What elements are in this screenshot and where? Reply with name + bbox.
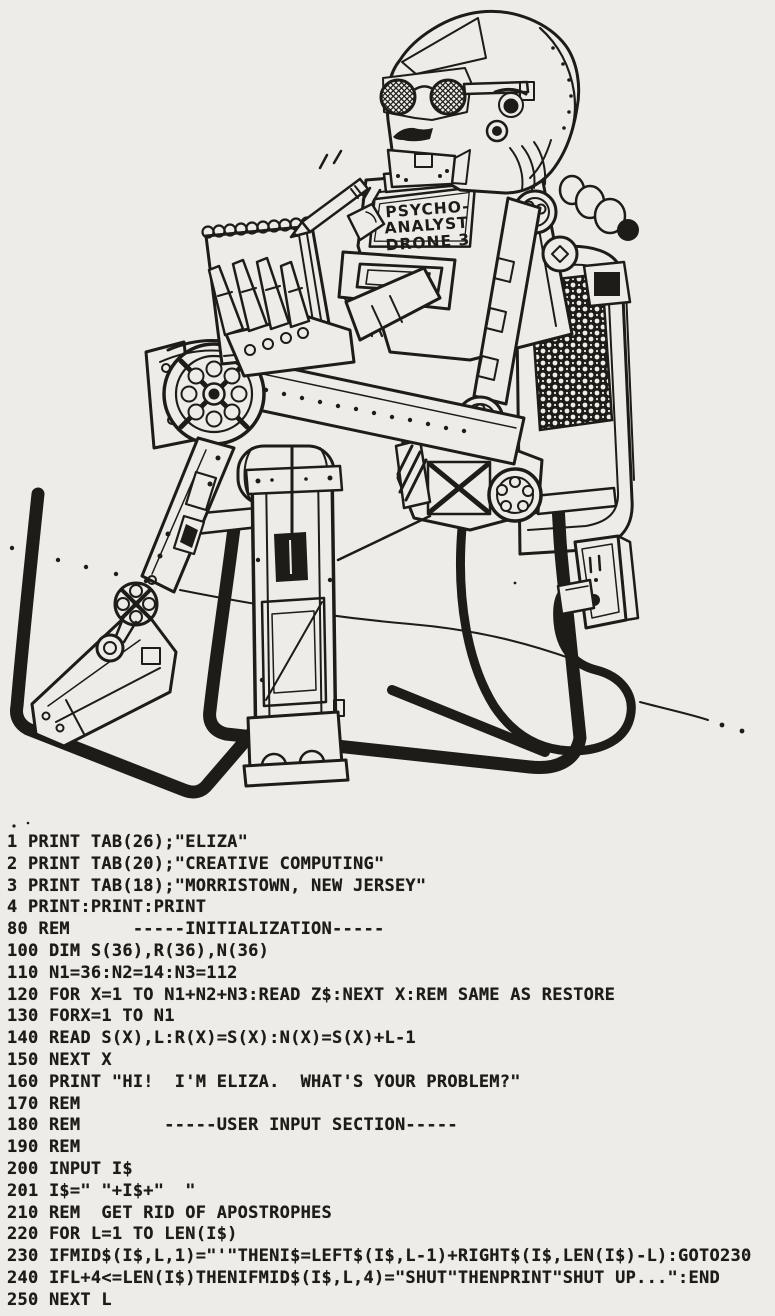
code-line: 100 DIM S(36),R(36),N(36): [7, 940, 270, 961]
power-plug: [556, 578, 596, 616]
code-line: 220 FOR L=1 TO LEN(I$): [7, 1224, 238, 1245]
code-line: 3 PRINT TAB(18);"MORRISTOWN, NEW JERSEY": [7, 875, 427, 896]
code-line: 130 FORX=1 TO N1: [7, 1006, 175, 1027]
code-line: 1 PRINT TAB(26);"ELIZA": [7, 832, 249, 852]
robot-boot: [30, 614, 178, 748]
code-line: 120 FOR X=1 TO N1+N2+N3:READ Z$:NEXT X:R…: [7, 984, 616, 1005]
power-cord: [456, 523, 636, 756]
knee-wheel: [144, 339, 269, 450]
code-line: 160 PRINT "HI! I'M ELIZA. WHAT'S YOUR PR…: [7, 1071, 521, 1092]
robot-right-leg: [236, 444, 350, 788]
code-line: 150 NEXT X: [7, 1049, 112, 1070]
glasses-bridge: [412, 85, 433, 92]
code-line: 4 PRINT:PRINT:PRINT: [7, 897, 207, 918]
motion-marks: [318, 149, 382, 204]
robot-jaw: [386, 148, 457, 189]
code-line: 210 REM GET RID OF APOSTROPHES: [7, 1202, 333, 1223]
code-line: 2 PRINT TAB(20);"CREATIVE COMPUTING": [7, 853, 385, 874]
code-line: 180 REM -----USER INPUT SECTION-----: [7, 1115, 458, 1136]
robot-hand: [207, 256, 442, 378]
chest-sign-line-3: DRONE 3: [385, 231, 471, 255]
code-listing: 1 PRINT TAB(26);"ELIZA"2 PRINT TAB(20);"…: [7, 832, 751, 1312]
robot: PSYCHO- ANALYST DRONE 3: [30, 9, 639, 788]
code-line: 170 REM: [7, 1093, 81, 1114]
sunglasses-right-lens: [429, 78, 467, 116]
chest-sign-line-1: PSYCHO-: [385, 198, 471, 222]
chair-far-frame: [10, 487, 265, 799]
code-line: 80 REM -----INITIALIZATION-----: [7, 919, 385, 940]
pencil: [289, 149, 386, 242]
fingers: [207, 256, 311, 337]
code-line: 200 INPUT I$: [7, 1158, 133, 1179]
robot-nose: [393, 127, 433, 142]
wall-outlet: [513, 534, 640, 630]
robot-thumb: [346, 202, 386, 242]
code-line: 230 IFMID$(I$,L,1)="'"THENI$=LEFT$(I$,L-…: [7, 1246, 752, 1267]
scan-specks: [12, 821, 30, 828]
code-line: 201 I$=" "+I$+" ": [7, 1180, 196, 1201]
code-line: 240 IFL+4<=LEN(I$)THENIFMID$(I$,L,4)="SH…: [7, 1267, 720, 1288]
chest-sign-line-2: ANALYST: [384, 214, 469, 238]
robot-shin: [140, 436, 236, 594]
robot-illustration: PSYCHO- ANALYST DRONE 3: [9, 9, 745, 828]
code-line: 250 NEXT L: [7, 1289, 112, 1310]
code-line: 140 READ S(X),L:R(X)=S(X):N(X)=S(X)+L-1: [7, 1028, 416, 1049]
sunglasses-left-lens: [379, 78, 417, 116]
code-line: 190 REM: [7, 1137, 81, 1158]
robot-head: [379, 9, 581, 195]
code-line: 110 N1=36:N2=14:N3=112: [7, 962, 238, 983]
ankle-wheel: [95, 575, 159, 663]
